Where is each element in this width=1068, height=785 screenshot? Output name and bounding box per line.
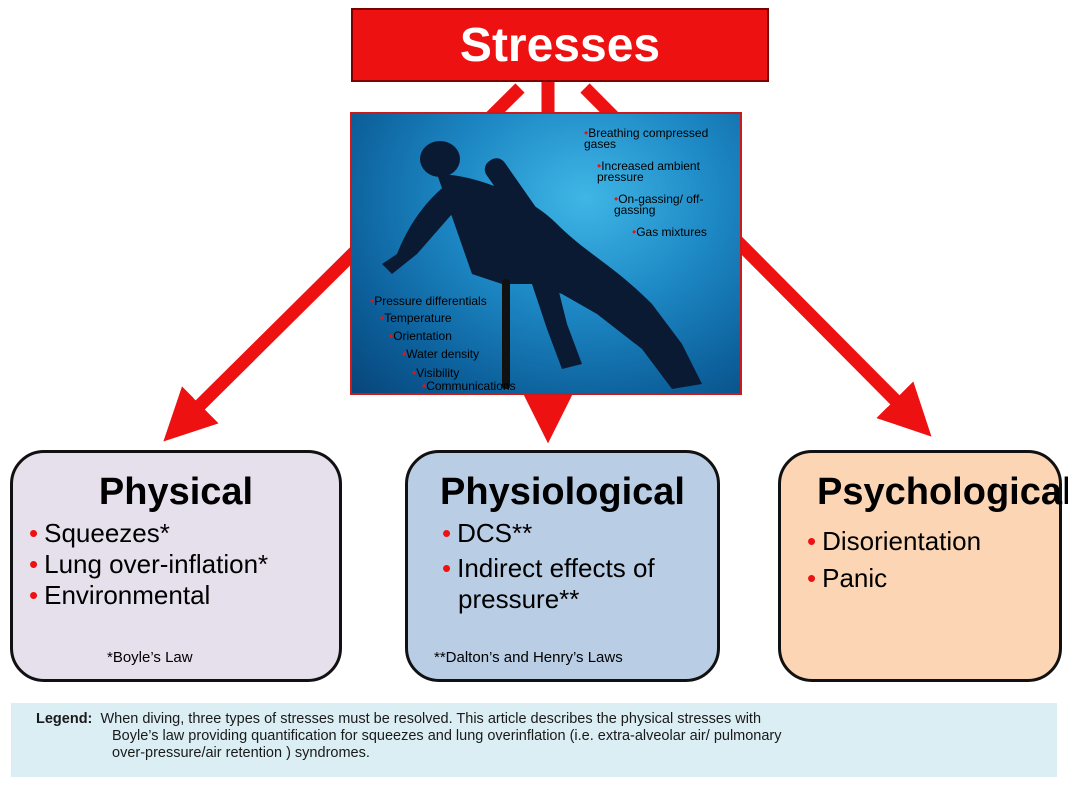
scuba-diver-photo: •Breathing compressed gases •Increased a… bbox=[350, 112, 742, 395]
right-bullet-text: Increased ambient pressure bbox=[597, 159, 700, 184]
legend-line-1: When diving, three types of stresses mus… bbox=[100, 711, 762, 727]
physiological-title: Physiological bbox=[440, 471, 685, 513]
left-bullet: •Pressure differentials bbox=[370, 294, 487, 308]
list-item: •DCS** bbox=[442, 518, 533, 548]
list-item-text: DCS** bbox=[457, 518, 533, 548]
list-item: •Squeezes* bbox=[29, 518, 170, 548]
psychological-list: •Disorientation •Panic bbox=[807, 526, 1059, 594]
legend-line-2: Boyle’s law providing quantification for… bbox=[112, 728, 782, 744]
right-bullet-text: Gas mixtures bbox=[636, 225, 707, 239]
legend-line-3: over-pressure/air retention ) syndromes. bbox=[112, 745, 370, 761]
list-item: •Disorientation bbox=[807, 526, 982, 556]
psychological-title: Psychological bbox=[817, 471, 1068, 513]
right-bullet-text: On-gassing/ off-gassing bbox=[614, 192, 704, 217]
list-item: •Panic bbox=[807, 563, 888, 593]
right-bullet-text: Breathing compressed gases bbox=[584, 126, 709, 151]
list-item-text: Indirect effects of pressure** bbox=[457, 553, 655, 614]
left-bullet: •Visibility bbox=[412, 366, 460, 380]
left-bullet-text: Visibility bbox=[416, 366, 460, 380]
left-bullet: •Temperature bbox=[380, 311, 452, 325]
physical-note: *Boyle’s Law bbox=[107, 649, 193, 666]
right-bullet: •Increased ambient pressure bbox=[597, 159, 700, 184]
left-bullet-text: Orientation bbox=[393, 329, 452, 343]
list-item: •Indirect effects of pressure** bbox=[442, 553, 655, 614]
list-item-text: Disorientation bbox=[822, 526, 982, 556]
physiological-list: •DCS** •Indirect effects of pressure** bbox=[442, 518, 682, 615]
left-bullet-text: Water density bbox=[406, 347, 480, 361]
diver-silhouette-icon bbox=[382, 141, 702, 389]
left-bullet-text: Temperature bbox=[384, 311, 452, 325]
physical-title: Physical bbox=[98, 471, 254, 513]
list-item: •Environmental bbox=[29, 580, 211, 610]
left-bullet: •Orientation bbox=[389, 329, 452, 343]
physiological-note: **Dalton’s and Henry’s Laws bbox=[434, 649, 623, 666]
list-item-text: Lung over-inflation* bbox=[44, 549, 269, 579]
list-item-text: Environmental bbox=[44, 580, 211, 610]
title-box: Stresses bbox=[351, 8, 769, 82]
right-bullet: •Breathing compressed gases bbox=[584, 126, 709, 151]
list-item: •Lung over-inflation* bbox=[29, 549, 269, 579]
right-bullet: •Gas mixtures bbox=[632, 225, 707, 239]
right-bullet: •On-gassing/ off-gassing bbox=[614, 192, 704, 217]
physical-box: Physical •Squeezes* •Lung over-inflation… bbox=[10, 450, 342, 682]
list-item-text: Squeezes* bbox=[44, 518, 170, 548]
physiological-box: Physiological •DCS** •Indirect effects o… bbox=[405, 450, 720, 682]
title-text: Stresses bbox=[459, 18, 661, 72]
list-item-text: Panic bbox=[822, 563, 888, 593]
left-bullet-text: Communications bbox=[426, 379, 516, 393]
left-bullet: •Communications bbox=[422, 379, 516, 393]
legend-caption: Legend: When diving, three types of stre… bbox=[11, 703, 1057, 777]
physical-list: •Squeezes* •Lung over-inflation* •Enviro… bbox=[29, 518, 339, 611]
left-bullet-text: Pressure differentials bbox=[374, 294, 487, 308]
left-bullet: •Water density bbox=[402, 347, 480, 361]
psychological-box: Psychological •Disorientation •Panic bbox=[778, 450, 1068, 682]
legend-label: Legend: bbox=[36, 711, 93, 727]
